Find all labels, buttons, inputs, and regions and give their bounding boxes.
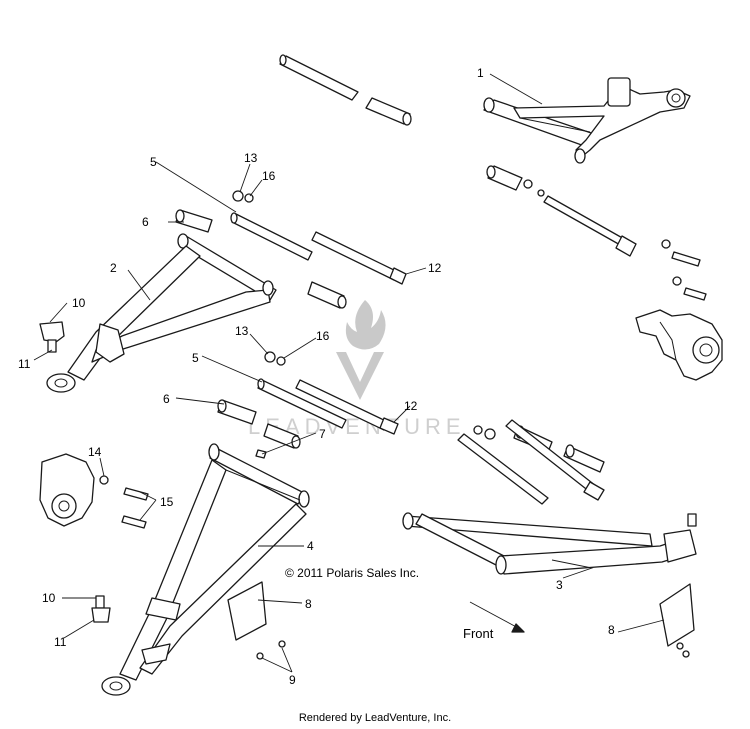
- callout-8-right: 8: [608, 623, 615, 637]
- guard-plate-left: [227, 581, 267, 641]
- upper-a-arm-right: [483, 77, 691, 164]
- ball-joint-upper: [39, 321, 65, 353]
- lower-left-hardware: [217, 351, 399, 459]
- guard-plate-right: [659, 583, 695, 647]
- upper-right-hardware: [486, 165, 637, 257]
- callout-13-upper: 13: [244, 151, 258, 165]
- callout-5-lower: 5: [192, 351, 199, 365]
- footer-credit: Rendered by LeadVenture, Inc.: [298, 712, 452, 724]
- callout-14: 14: [88, 445, 102, 459]
- lower-right-hardware: [457, 419, 605, 505]
- callout-9: 9: [289, 673, 296, 687]
- upper-a-arm-left: [46, 233, 277, 393]
- lower-a-arm-left: [101, 443, 310, 696]
- front-direction-arrow: [469, 601, 525, 633]
- callout-10-upper: 10: [72, 296, 86, 310]
- callouts: 1 2 3 4 5 5 6 6 7 8 8 9 10 10 11 11 12 1…: [18, 66, 615, 687]
- callout-12-lower: 12: [404, 399, 418, 413]
- callout-10-lower: 10: [42, 591, 56, 605]
- callout-1: 1: [477, 66, 484, 80]
- callout-3: 3: [556, 578, 563, 592]
- callout-16-upper: 16: [262, 169, 276, 183]
- lower-a-arm-right: [402, 512, 697, 575]
- upper-pivot-tube: [279, 54, 412, 126]
- steering-knuckle-right: [635, 309, 723, 381]
- leader-lines: [33, 73, 665, 673]
- steering-knuckle-left: [39, 453, 149, 529]
- callout-5-upper: 5: [150, 155, 157, 169]
- callout-11-lower: 11: [54, 635, 67, 649]
- upper-left-hardware: [175, 190, 407, 309]
- callout-12-upper: 12: [428, 261, 442, 275]
- callout-11-upper: 11: [18, 357, 31, 371]
- callout-4: 4: [307, 539, 314, 553]
- front-direction-label: Front: [463, 626, 494, 641]
- callout-13-lower: 13: [235, 324, 249, 338]
- callout-2: 2: [110, 261, 117, 275]
- guard-screws: [256, 640, 690, 660]
- copyright-text: © 2011 Polaris Sales Inc.: [285, 566, 420, 580]
- callout-6-upper: 6: [142, 215, 149, 229]
- knuckle-bolts-right: [661, 239, 707, 301]
- callout-16-lower: 16: [316, 329, 330, 343]
- ball-joint-lower: [91, 595, 111, 623]
- callout-8-left: 8: [305, 597, 312, 611]
- leadventure-watermark: LEADVENTURE: [248, 300, 461, 439]
- callout-7: 7: [319, 427, 326, 441]
- callout-6-lower: 6: [163, 392, 170, 406]
- callout-15: 15: [160, 495, 174, 509]
